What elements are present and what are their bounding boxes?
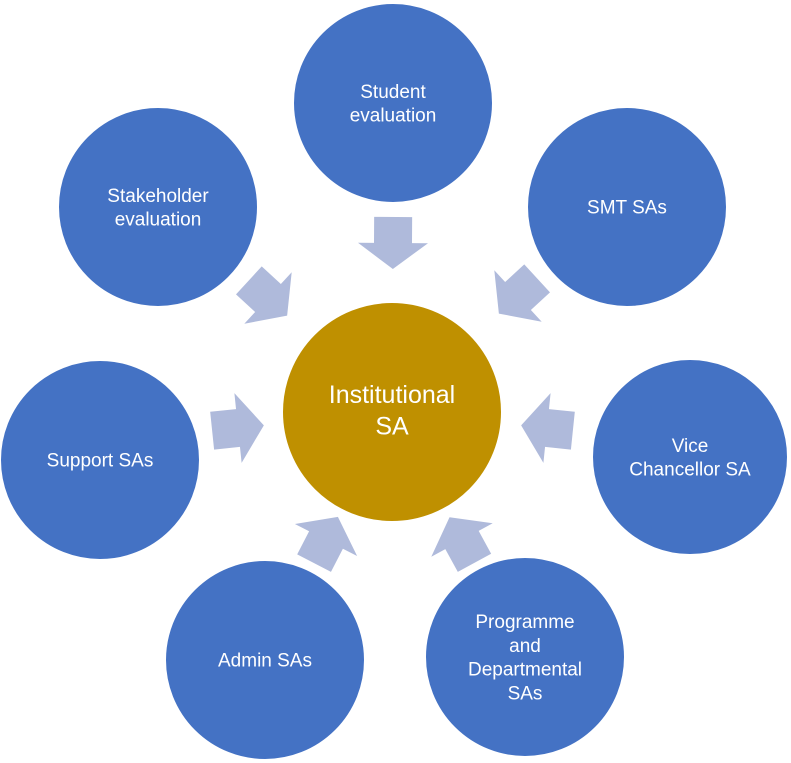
center-circle bbox=[281, 301, 503, 523]
node-label-line: Programme bbox=[475, 612, 574, 633]
node-circle bbox=[164, 559, 366, 761]
node-label-line: evaluation bbox=[350, 106, 437, 127]
node-circle bbox=[57, 106, 259, 308]
center-label-line: Institutional bbox=[329, 381, 455, 409]
arrow-student-evaluation-to-center bbox=[358, 216, 428, 269]
node-label-line: Vice bbox=[672, 436, 709, 457]
node-label-line: SMT SAs bbox=[587, 198, 667, 219]
arrow-vice-chancellor-sa-to-center bbox=[521, 393, 575, 463]
node-label-line: Chancellor SA bbox=[629, 460, 751, 481]
arrow-support-sas-to-center bbox=[210, 393, 264, 463]
node-label-line: SAs bbox=[508, 683, 543, 704]
node-smt-sas: SMT SAs bbox=[526, 106, 728, 308]
node-student-evaluation: Student evaluation bbox=[292, 2, 494, 204]
node-circle bbox=[526, 106, 728, 308]
node-label-line: Admin SAs bbox=[218, 651, 312, 672]
node-stakeholder-evaluation: Stakeholder evaluation bbox=[57, 106, 259, 308]
node-admin-sas: Admin SAs bbox=[164, 559, 366, 761]
node-support-sas: Support SAs bbox=[0, 359, 201, 561]
node-label-line: Departmental bbox=[468, 660, 582, 681]
node-circle bbox=[424, 556, 626, 758]
node-label-line: Stakeholder bbox=[107, 186, 209, 207]
node-label-line: Student bbox=[360, 82, 426, 103]
node-circle bbox=[292, 2, 494, 204]
node-label-line: evaluation bbox=[115, 210, 202, 231]
arrow-programme-departmental-sas-to-center bbox=[431, 517, 493, 572]
arrow-stakeholder-evaluation-to-center bbox=[236, 266, 292, 324]
node-circle bbox=[591, 358, 789, 556]
center-label-line: SA bbox=[375, 412, 409, 440]
node-label-line: and bbox=[509, 636, 541, 657]
node-label-line: Support SAs bbox=[47, 451, 154, 472]
node-circle bbox=[0, 359, 201, 561]
arrow-admin-sas-to-center bbox=[294, 516, 358, 572]
arrow-smt-sas-to-center bbox=[494, 264, 550, 322]
